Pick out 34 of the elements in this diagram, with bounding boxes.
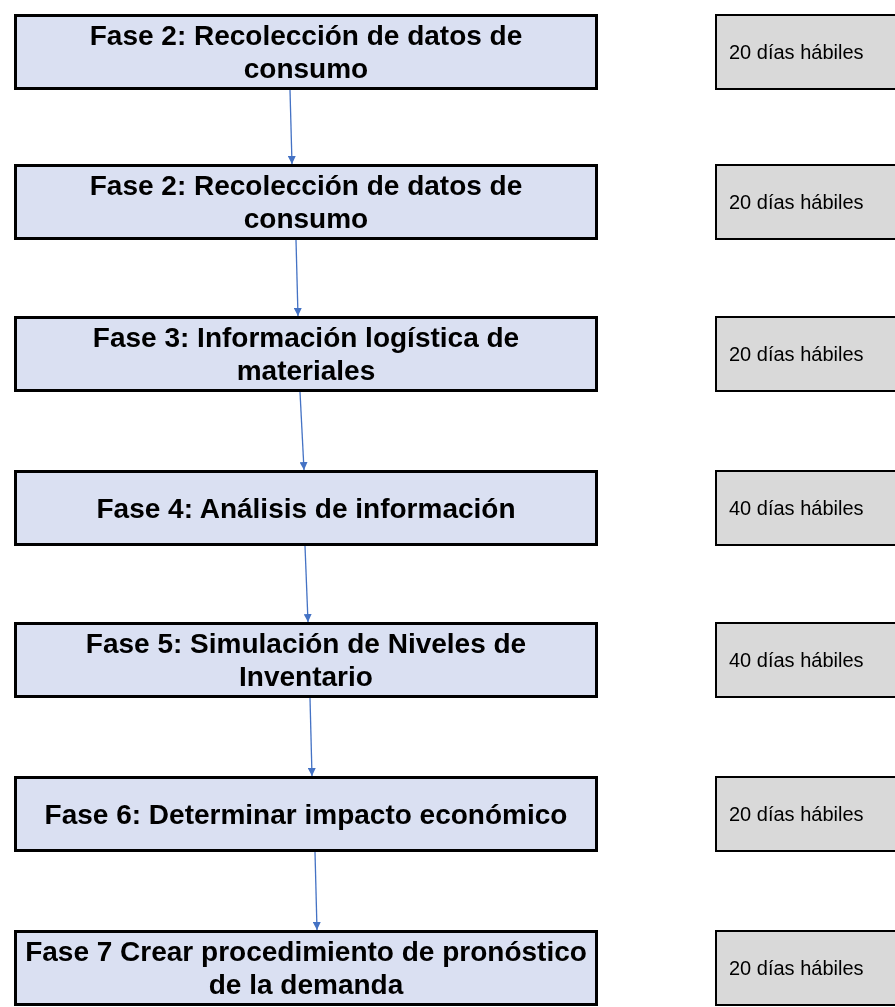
phase-title: Fase 4: Análisis de información (96, 491, 516, 525)
duration-text: 40 días hábiles (729, 648, 864, 673)
duration-box (715, 930, 895, 1006)
duration-box (715, 622, 895, 698)
arrow (303, 545, 312, 623)
arrow (293, 239, 302, 317)
phase-box (14, 622, 598, 698)
duration-box (715, 164, 895, 240)
phase-box (14, 14, 598, 90)
arrow (312, 851, 321, 931)
arrow (299, 391, 308, 471)
phase-box (14, 776, 598, 852)
duration-box (715, 776, 895, 852)
duration-box (715, 14, 895, 90)
duration-text: 20 días hábiles (729, 40, 864, 65)
phase-title: Fase 3: Información logística de materiales (91, 321, 521, 387)
arrow (287, 89, 296, 165)
phase-title: Fase 2: Recolección de datos de consumo (88, 19, 524, 85)
arrow (307, 697, 316, 777)
phase-title: Fase 2: Recolección de datos de consumo (88, 169, 524, 235)
phase-box (14, 470, 598, 546)
phase-box (14, 316, 598, 392)
duration-box (715, 470, 895, 546)
duration-text: 20 días hábiles (729, 802, 864, 827)
duration-text: 40 días hábiles (729, 496, 864, 521)
phase-title: Fase 6: Determinar impacto económico (44, 797, 568, 831)
phase-box (14, 930, 598, 1006)
phase-box (14, 164, 598, 240)
duration-text: 20 días hábiles (729, 956, 864, 981)
duration-text: 20 días hábiles (729, 342, 864, 367)
phase-title: Fase 7 Crear procedimiento de pronóstico de la demanda (25, 935, 587, 1001)
phase-title: Fase 5: Simulación de Niveles de Inventario (84, 627, 528, 693)
duration-text: 20 días hábiles (729, 190, 864, 215)
duration-box (715, 316, 895, 392)
